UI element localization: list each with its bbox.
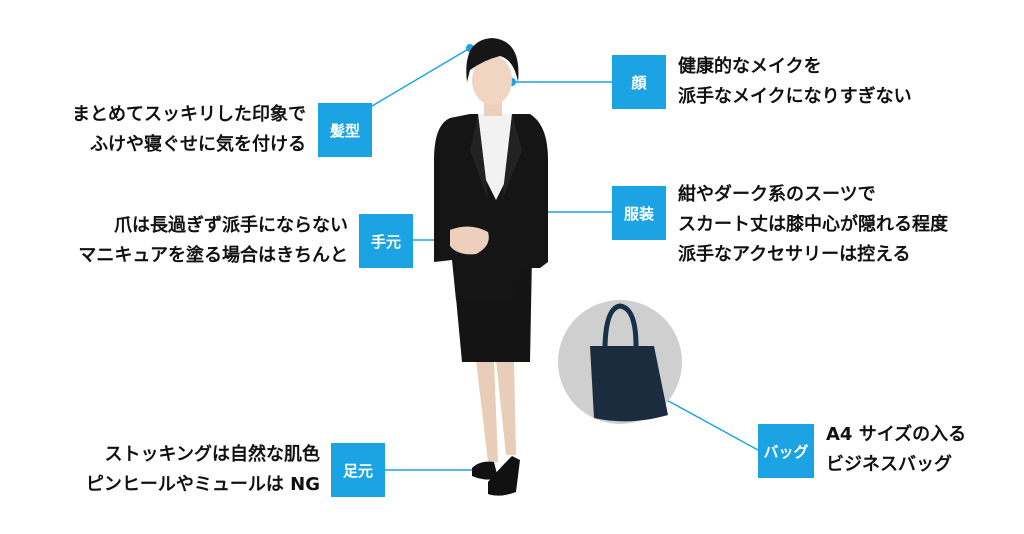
blouse <box>478 114 512 200</box>
lapel-right <box>502 114 522 200</box>
clothing-line-2: スカート丈は膝中心が隠れる程度 <box>678 214 948 235</box>
clothing-label: 服装 <box>612 186 666 240</box>
face <box>472 55 512 105</box>
bag-body <box>590 346 668 422</box>
clothing-line-1: 紺やダーク系のスーツで <box>678 184 876 205</box>
hair-label: 髪型 <box>318 103 372 157</box>
hands-line-2: マニキュアを塗る場合はきちんと <box>78 245 348 266</box>
left-shoe <box>472 461 498 480</box>
clothing-description: 紺やダーク系のスーツで スカート丈は膝中心が隠れる程度 派手なアクセサリーは控え… <box>678 180 948 270</box>
bag-label: バッグ <box>758 424 814 478</box>
feet-description: ストッキングは自然な肌色 ピンヒールやミュールは NG <box>86 440 320 500</box>
hands-line-1: 爪は長過ぎず派手にならない <box>114 215 348 236</box>
hair-line-1: まとめてスッキリした印象で <box>72 104 306 125</box>
hair-description: まとめてスッキリした印象で ふけや寝ぐせに気を付ける <box>72 100 306 160</box>
feet-label: 足元 <box>331 443 385 497</box>
lapel-left <box>470 114 488 200</box>
bag-handle <box>602 303 639 347</box>
feet-line-2: ピンヒールやミュールは NG <box>85 474 320 495</box>
hands-label: 手元 <box>359 214 413 268</box>
face-label: 顔 <box>612 55 666 109</box>
right-shoe <box>488 456 520 496</box>
face-description: 健康的なメイクを 派手なメイクになりすぎない <box>678 52 912 112</box>
hands-description: 爪は長過ぎず派手にならない マニキュアを塗る場合はきちんと <box>78 211 348 271</box>
hair-bun <box>468 40 488 58</box>
bag-connector <box>662 397 759 451</box>
bag-description: A4 サイズの入る ビジネスバッグ <box>826 420 966 480</box>
feet-line-1: ストッキングは自然な肌色 <box>104 444 320 465</box>
legs <box>476 360 516 462</box>
bag-line-2: ビジネスバッグ <box>826 454 952 475</box>
clothing-line-3: 派手なアクセサリーは控える <box>678 244 911 265</box>
hair-line-2: ふけや寝ぐせに気を付ける <box>90 134 306 155</box>
face-line-2: 派手なメイクになりすぎない <box>678 86 912 107</box>
bag-line-1: A4 サイズの入る <box>826 424 967 445</box>
face-line-1: 健康的なメイクを <box>678 56 822 77</box>
hands <box>450 226 489 255</box>
